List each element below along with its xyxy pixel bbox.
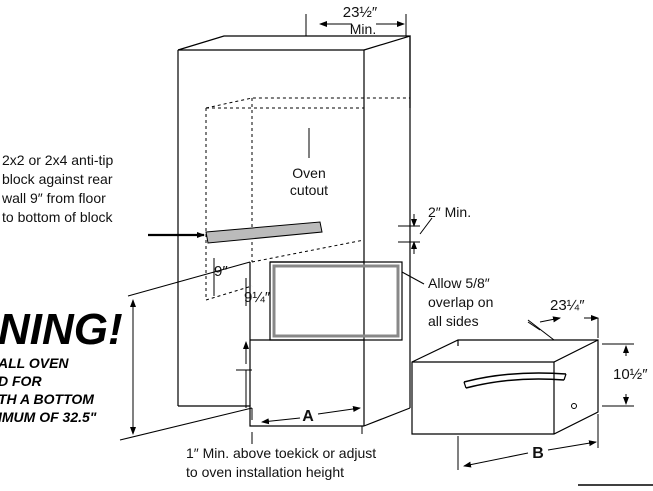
dimension-a (251, 406, 363, 434)
anti-tip-label-3: wall 9″ from floor (1, 190, 106, 206)
overlap-label-3: all sides (428, 313, 479, 329)
floor-height-dimension (119, 261, 253, 441)
drawer-depth-label: 23¼″ (550, 297, 585, 314)
toekick-label-2: to oven installation height (186, 464, 344, 480)
overlap-label-2: overlap on (428, 294, 493, 310)
block-height-label: 9″ (214, 263, 228, 280)
dimension-b (457, 414, 599, 470)
width-dimension (305, 14, 407, 36)
anti-tip-block (205, 221, 323, 244)
oven-cutout-label-1: Oven (292, 165, 325, 181)
oven-cutout-outline (205, 97, 410, 301)
drawer-depth-dimension (527, 315, 599, 341)
height-dimensions (213, 258, 252, 408)
oven-cutout-label-2: cutout (290, 182, 328, 198)
warming-drawer (411, 339, 599, 435)
warning-line-4: IMUM OF 32.5" (0, 409, 97, 425)
oven-opening (269, 261, 403, 341)
opening-height-label: 9¼″ (244, 289, 271, 306)
dimension-b-label: B (532, 445, 544, 462)
warning-line-1: ALL OVEN (0, 355, 69, 371)
overlap-label-1: Allow 5/8″ (428, 275, 490, 291)
warning-block: NING! ALL OVEN D FOR TH A BOTTOM IMUM OF… (0, 305, 123, 425)
warning-title: NING! (0, 305, 123, 354)
drawer-handle (463, 372, 567, 389)
width-min: Min. (350, 21, 376, 37)
drawer-knob (571, 403, 577, 409)
cabinet (177, 35, 411, 427)
cabinet-lower-front (249, 262, 364, 392)
drawer-height-dimension (602, 343, 634, 407)
overlap-leader (401, 271, 425, 285)
width-value: 23½″ (343, 4, 378, 21)
warning-line-3: TH A BOTTOM (0, 391, 94, 407)
gap-min-label: 2″ Min. (428, 204, 471, 220)
gap-dimension (398, 214, 433, 254)
toekick-label-1: 1″ Min. above toekick or adjust (186, 445, 376, 461)
dimension-a-label: A (302, 408, 314, 425)
anti-tip-label-2: block against rear (2, 171, 113, 187)
anti-tip-label-4: to bottom of block (2, 209, 114, 225)
drawer-height-label: 10½″ (613, 366, 648, 383)
warning-line-2: D FOR (0, 373, 42, 389)
anti-tip-label-1: 2x2 or 2x4 anti-tip (2, 152, 113, 168)
